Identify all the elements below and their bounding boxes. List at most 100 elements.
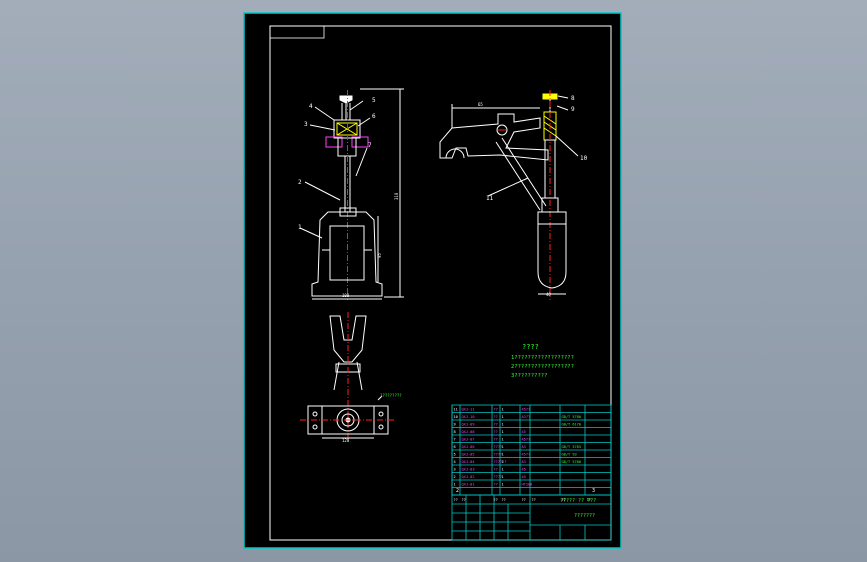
bom-cell-qty: 1 (502, 423, 504, 427)
bom-cell-note: GB/T 6170 (562, 423, 581, 427)
balloon-4: 4 (309, 103, 313, 110)
bom-cell-code: QXJ-10 (462, 415, 475, 419)
side-pivot-pin (496, 124, 508, 136)
bom-header-cell: ?? (522, 498, 526, 502)
bom-header-cell: ?? (454, 498, 458, 502)
balloon-3: 3 (304, 121, 308, 128)
bom-cell-qty: 1 (502, 430, 504, 434)
bom-cell-name: ?? (494, 483, 498, 487)
bom-cell-note: GB/T 5780 (562, 460, 581, 464)
balloon-10: 10 (580, 155, 588, 162)
front-view (299, 88, 404, 300)
bom-cell-no: 2 (454, 475, 456, 479)
side-cylinder (537, 211, 567, 289)
technical-requirements: ???? 1?????????????????? 2??????????????… (511, 343, 574, 379)
tech-note-2: 2?????????????????? (511, 364, 574, 370)
bom-cell-no: 5 (454, 453, 456, 457)
balloon-11: 11 (486, 195, 494, 202)
title-sheet-left: 2 (456, 488, 459, 494)
bom-cell-mat: 45 (522, 475, 526, 479)
bom-cell-name: ?? (494, 468, 498, 472)
bom-cell-note: GB/T 5783 (562, 445, 581, 449)
front-body (311, 211, 383, 297)
bom-cell-code: QXJ-04 (462, 460, 475, 464)
bom-cell-no: 11 (454, 408, 458, 412)
bom-cell-qty: 1 (502, 475, 504, 479)
plan-view-note: ????????? (380, 393, 402, 398)
bom-cell-name: ?????? (494, 460, 507, 464)
tech-note-1: 1?????????????????? (511, 355, 574, 361)
bom-cell-no: 6 (454, 445, 456, 449)
bom-cell-mat: HT200 (522, 483, 533, 487)
bom-cell-code: QXJ-06 (462, 445, 475, 449)
title-block (451, 494, 612, 541)
bom-cell-mat: 45 (522, 468, 526, 472)
plan-fork (329, 315, 367, 363)
title-drawing-name: ??????? (574, 513, 595, 519)
dim-plan-width: 120 (342, 438, 350, 443)
bom-cell-qty: 1 (502, 483, 504, 487)
bom-header-cell: ?? (587, 498, 591, 502)
bom-cell-qty: 1 (502, 408, 504, 412)
bom-cell-qty: 1 (502, 438, 504, 442)
bom-cell-name: ?? (494, 408, 498, 412)
bom-header-cell: ?? (462, 498, 466, 502)
bom-cell-no: 4 (454, 460, 456, 464)
bom-cell-no: 3 (454, 468, 456, 472)
bom-cell-mat: A3?? (522, 415, 531, 419)
bom-cell-code: QXJ-03 (462, 468, 475, 472)
bom-cell-code: QXJ-08 (462, 430, 475, 434)
dim-side-top: 65 (478, 102, 483, 107)
bom-header-cell: ?? (502, 498, 506, 502)
bom-cell-code: QXJ-11 (462, 408, 475, 412)
bom-cell-qty: 1 (502, 415, 504, 419)
bom-cell-mat: 45?? (522, 453, 531, 457)
balloon-9: 9 (571, 106, 575, 113)
side-arm (439, 113, 549, 161)
dim-front-height: 310 (394, 192, 399, 200)
bom-header-cell: ?? (562, 498, 566, 502)
bom-cell-name: ?? (494, 430, 498, 434)
bom-header-cell: ?? (532, 498, 536, 502)
bom-cell-mat: 45?? (522, 438, 531, 442)
front-handle-top (339, 95, 353, 104)
bom-cell-qty: 1 (502, 453, 504, 457)
bom-header-cell: ?? (494, 498, 498, 502)
bom-cell-name: ???? (494, 453, 503, 457)
sheet-outer-border (243, 12, 622, 549)
balloon-8: 8 (571, 95, 575, 102)
balloon-7: 7 (368, 142, 372, 149)
bom-cell-name: ???? (494, 445, 503, 449)
title-scale-line: ????? ?? ??? (560, 498, 596, 504)
bom-cell-no: 8 (454, 430, 456, 434)
plan-view (300, 312, 396, 440)
bom-cell-name: ???? (494, 475, 503, 479)
bom-cell-code: QXJ-07 (462, 438, 475, 442)
side-view (439, 90, 579, 300)
bom-cell-code: QXJ-09 (462, 423, 475, 427)
bom-cell-code: QXJ-05 (462, 453, 475, 457)
balloon-1: 1 (298, 224, 302, 231)
side-link-bar (495, 141, 541, 211)
bom-cell-name: ?? (494, 423, 498, 427)
tech-note-3: 3?????????? (511, 373, 547, 379)
bom-cell-no: 7 (454, 438, 456, 442)
bom-cell-no: 1 (454, 483, 456, 487)
dim-side-bottom: 40 (546, 292, 551, 297)
code-box-top-left (269, 25, 325, 39)
bom-cell-qty: 1 (502, 460, 504, 464)
balloon-6: 6 (372, 113, 376, 120)
dim-front-body-height: 95 (377, 253, 382, 258)
bom-cell-mat: 45?? (522, 408, 531, 412)
bom-cell-qty: 1 (502, 445, 504, 449)
bom-cell-name: ?? (494, 415, 498, 419)
dim-front-base-width: 100 (342, 293, 350, 298)
bom-cell-mat: A3 (522, 460, 526, 464)
plan-bolt-hole-right (378, 411, 384, 417)
balloon-5: 5 (372, 97, 376, 104)
bom-cell-qty: 1 (502, 468, 504, 472)
bom-cell-mat: 45 (522, 430, 526, 434)
bom-cell-code: QXJ-01 (462, 483, 475, 487)
sheet-inner-frame (269, 25, 612, 541)
